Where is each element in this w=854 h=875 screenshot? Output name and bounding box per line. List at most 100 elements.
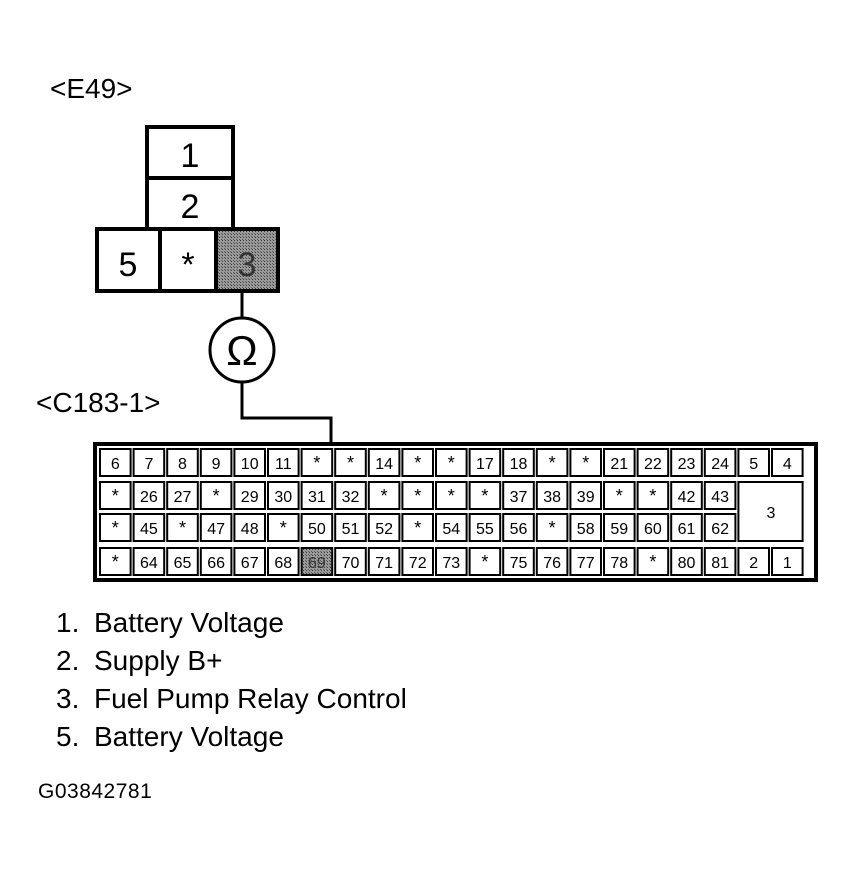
c183-pin-cell — [771, 448, 804, 477]
c183-pin-76: 76 — [543, 555, 561, 572]
c183-pin-11: 11 — [275, 456, 292, 473]
c183-pin-empty: * — [649, 486, 656, 506]
c183-pin-45: 45 — [140, 521, 158, 538]
c183-pin-cell — [569, 448, 603, 477]
c183-pin-77: 77 — [577, 555, 595, 572]
c183-pin-81: 81 — [711, 555, 729, 572]
e49-pin-2: 2 — [181, 188, 200, 226]
c183-pin-cell — [435, 481, 468, 510]
connector-e49: 1 2 5 * 3 — [95, 125, 280, 293]
c183-pin-cell — [636, 481, 670, 510]
c183-pin-39: 39 — [577, 489, 595, 506]
c183-pin-72: 72 — [409, 555, 427, 572]
c183-pin-64: 64 — [140, 555, 158, 572]
c183-pin-empty: * — [313, 453, 320, 473]
c183-pin-cell — [703, 481, 737, 510]
c183-pin-17: 17 — [476, 456, 494, 473]
e49-pin-5: 5 — [119, 246, 138, 284]
c183-pin-23: 23 — [678, 456, 696, 473]
c183-pin-cell — [535, 448, 569, 477]
c183-pin-empty: * — [347, 453, 354, 473]
c183-pin-71: 71 — [375, 555, 393, 572]
c183-pin-empty: * — [381, 486, 388, 506]
c183-pin-empty: * — [549, 453, 556, 473]
legend-item: 5.Battery Voltage — [56, 721, 284, 752]
c183-pin-cell — [99, 448, 132, 477]
e49-pin-3-highlight — [218, 231, 276, 289]
c183-pin-cell — [267, 513, 300, 542]
c183-pin-65: 65 — [174, 555, 192, 572]
c183-pin-cell — [367, 547, 401, 576]
c183-pin-14: 14 — [375, 456, 393, 473]
c183-pin-empty: * — [112, 486, 119, 506]
c183-pin-78: 78 — [610, 555, 628, 572]
c183-pin-22: 22 — [644, 456, 662, 473]
c183-pin-cell — [737, 547, 771, 576]
c183-pin-cell — [737, 448, 771, 477]
c183-pin-cell — [132, 448, 166, 477]
c183-pin-cell — [300, 448, 334, 477]
c183-pin-empty: * — [213, 486, 220, 506]
c183-pin-cell — [636, 547, 670, 576]
c183-pin-48: 48 — [241, 521, 259, 538]
c183-pin-cell — [233, 547, 266, 576]
c183-pin-21: 21 — [610, 456, 628, 473]
legend-item: 1.Battery Voltage — [56, 607, 284, 638]
c183-pin-cell — [703, 513, 737, 542]
c183-pin-cell — [401, 547, 434, 576]
c183-pin-cell — [300, 481, 334, 510]
c183-pin-68: 68 — [274, 555, 292, 572]
c183-pin-empty: * — [414, 453, 421, 473]
c183-pin-cell — [670, 481, 703, 510]
c183-pin-empty: * — [481, 552, 488, 572]
c183-pin-32: 32 — [342, 489, 360, 506]
c183-pin-cell — [670, 448, 703, 477]
c183-pin-cell — [502, 513, 535, 542]
c183-pin-cell — [636, 513, 670, 542]
c183-pin-cell — [334, 481, 367, 510]
c183-pin-10: 10 — [241, 456, 259, 473]
c183-pin-cell — [99, 547, 132, 576]
c183-pin-43: 43 — [711, 489, 729, 506]
c183-pin-cell — [703, 547, 737, 576]
c183-pin-empty: * — [112, 518, 119, 538]
c183-pin-6: 6 — [111, 456, 120, 473]
c183-pin-cell — [300, 547, 334, 576]
c183-pin-cell — [670, 513, 703, 542]
c183-pin-73: 73 — [442, 555, 460, 572]
c183-pin-cell — [535, 547, 569, 576]
c183-pin-cell — [199, 448, 233, 477]
c183-pin-42: 42 — [678, 489, 696, 506]
c183-pin-cell — [334, 547, 367, 576]
c183-pin-cell — [367, 448, 401, 477]
c183-pin-5: 5 — [749, 456, 758, 473]
c183-pin-9: 9 — [212, 456, 221, 473]
c183-pin-cell — [603, 547, 636, 576]
c183-pin-cell — [569, 481, 603, 510]
c183-pin-cell — [502, 547, 535, 576]
c183-pin-cell — [233, 513, 266, 542]
c183-pin-cell — [502, 481, 535, 510]
c183-pin-61: 61 — [678, 521, 696, 538]
c183-pin-cell — [99, 513, 132, 542]
c183-pin-cell — [603, 481, 636, 510]
c183-pin-62: 62 — [711, 521, 729, 538]
c183-pin-cell — [569, 513, 603, 542]
c183-pin-31: 31 — [308, 489, 326, 506]
e49-pin-2-cell — [145, 176, 235, 231]
c183-pin-26: 26 — [140, 489, 158, 506]
c183-pin-cell — [334, 513, 367, 542]
c183-pin-empty: * — [179, 518, 186, 538]
c183-pin-empty: * — [448, 486, 455, 506]
c183-pin-cell — [502, 448, 535, 477]
c183-pin-cell — [535, 481, 569, 510]
c183-pin-empty: * — [649, 552, 656, 572]
c183-pin-empty: * — [112, 552, 119, 572]
c183-pin-empty: * — [616, 486, 623, 506]
c183-pin-cell — [569, 547, 603, 576]
c183-pin-cell — [267, 481, 300, 510]
e49-pin-empty: * — [181, 246, 194, 284]
c183-pin-56: 56 — [510, 521, 528, 538]
c183-pin-8: 8 — [178, 456, 187, 473]
